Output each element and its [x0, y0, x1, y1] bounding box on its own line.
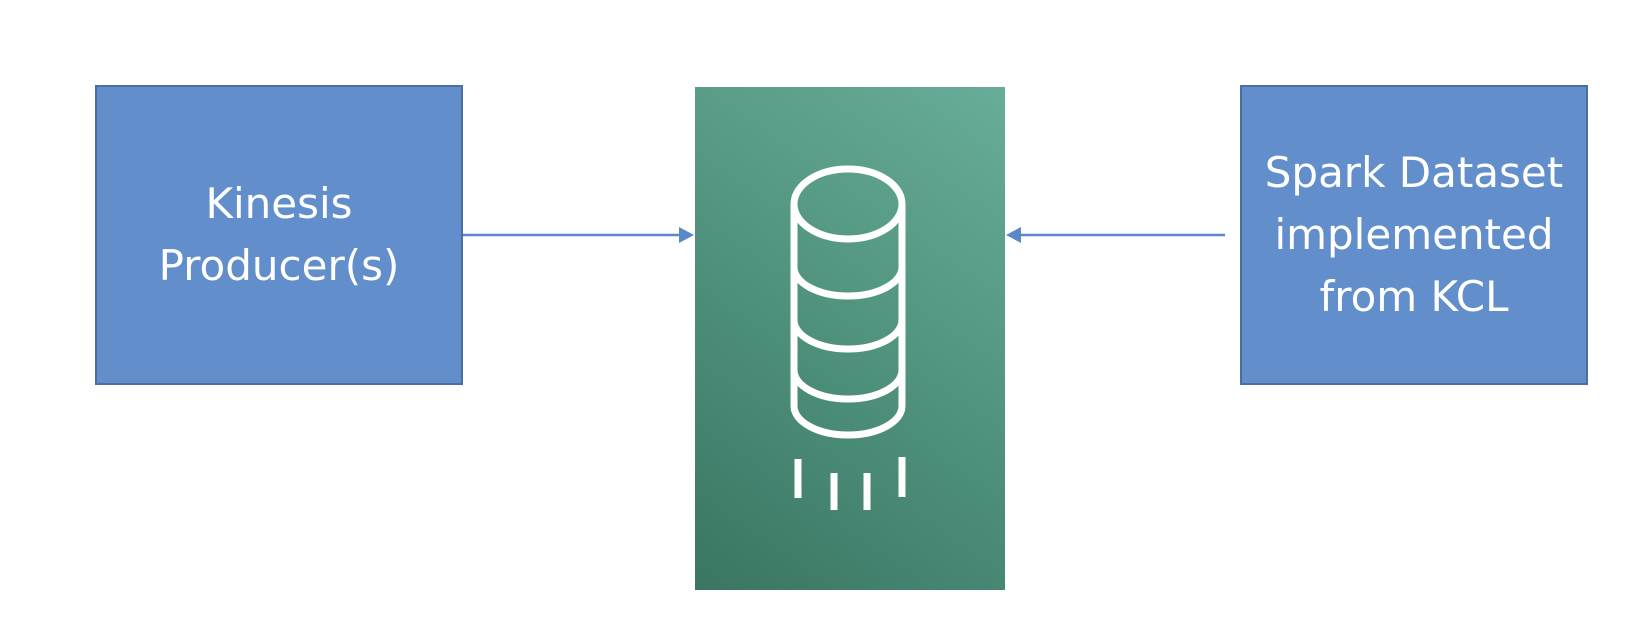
spark-dataset-label: Spark Dataset implemented from KCL: [1264, 148, 1564, 321]
kinesis-producer-label: Kinesis Producer(s): [158, 179, 400, 290]
kinesis-data-stream-node: [695, 87, 1005, 590]
kinesis-data-stream-icon: [790, 165, 906, 510]
arrow-producer-to-stream: [463, 227, 694, 243]
kinesis-producer-box: Kinesis Producer(s): [95, 85, 463, 385]
arrow-consumer-to-stream: [1006, 227, 1225, 243]
spark-dataset-box: Spark Dataset implemented from KCL: [1240, 85, 1588, 385]
